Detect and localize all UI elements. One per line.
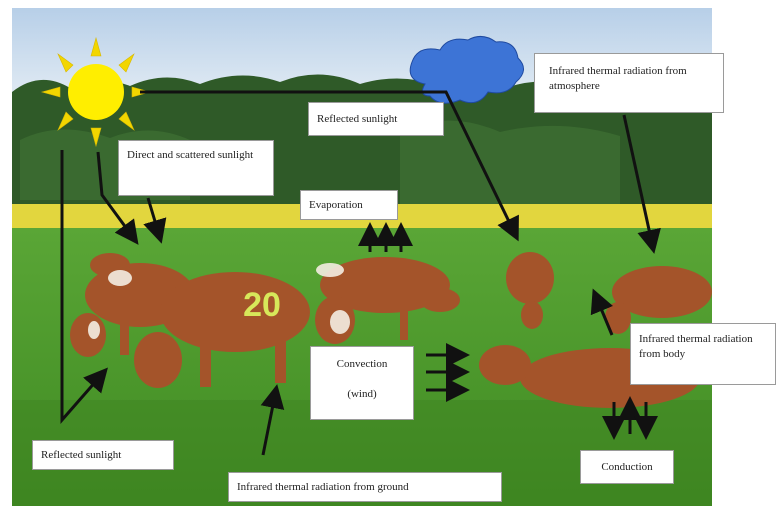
label-ir-ground: Infrared thermal radiation from ground bbox=[228, 472, 502, 502]
sun-icon bbox=[42, 38, 150, 146]
label-text: Direct and scattered sunlight bbox=[127, 149, 253, 161]
label-text: Reflected sunlight bbox=[317, 113, 397, 125]
label-text: Reflected sunlight bbox=[41, 449, 121, 461]
label-text: Infrared thermal radiation from ground bbox=[237, 481, 409, 493]
label-convection: Convection (wind) bbox=[310, 346, 414, 420]
label-ir-atmosphere: Infrared thermal radiation from atmosphe… bbox=[534, 53, 724, 113]
label-text: Convection bbox=[319, 357, 405, 372]
label-text: Infrared thermal radiation from atmosphe… bbox=[549, 65, 687, 92]
label-direct-scattered-sunlight: Direct and scattered sunlight bbox=[118, 140, 274, 196]
label-text-wind: (wind) bbox=[319, 387, 405, 402]
label-text: Infrared thermal radiation from body bbox=[639, 333, 753, 360]
label-reflected-sunlight-bottom: Reflected sunlight bbox=[32, 440, 174, 470]
label-text: Conduction bbox=[601, 461, 652, 473]
label-conduction: Conduction bbox=[580, 450, 674, 484]
cow-small bbox=[420, 288, 460, 312]
label-reflected-sunlight-top: Reflected sunlight bbox=[308, 102, 444, 136]
label-text: Evaporation bbox=[309, 199, 363, 211]
label-ir-body: Infrared thermal radiation from body bbox=[630, 323, 776, 385]
label-evaporation: Evaporation bbox=[300, 190, 398, 220]
cow-number: 20 bbox=[243, 286, 281, 324]
